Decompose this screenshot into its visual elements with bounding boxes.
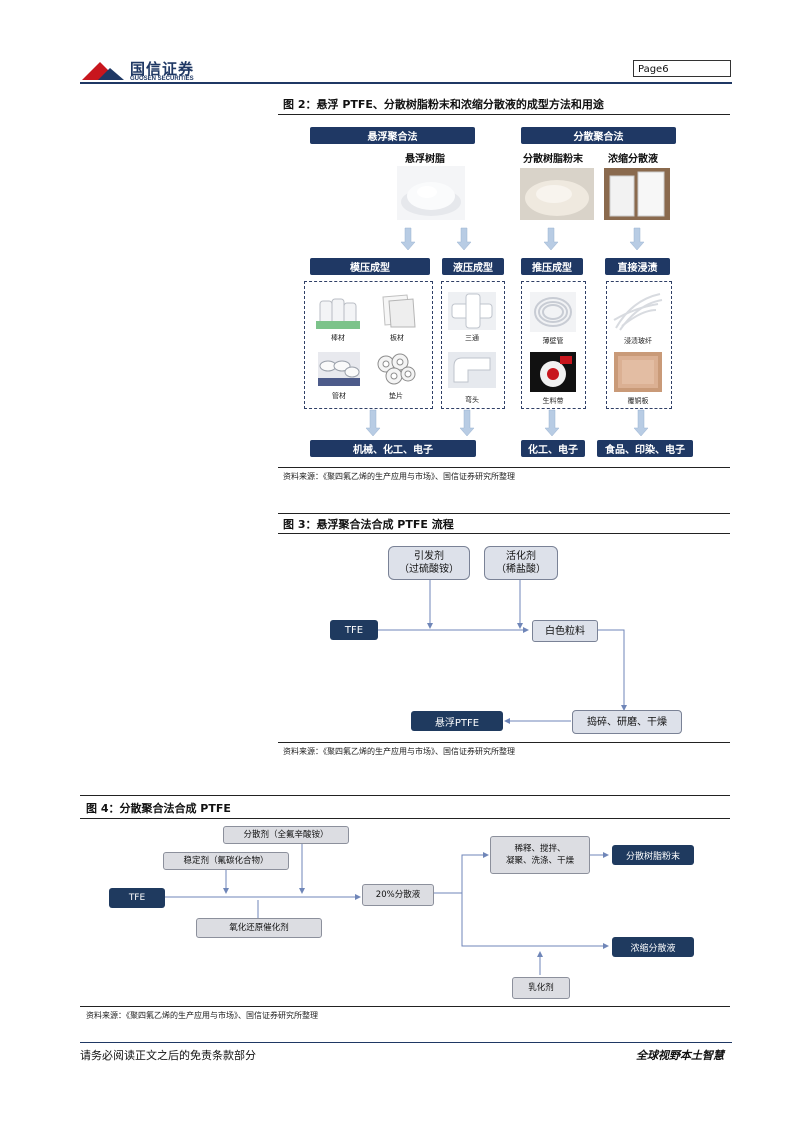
gasket-label: 垫片 bbox=[389, 392, 403, 400]
fiber-image bbox=[612, 290, 664, 332]
gasket-image bbox=[374, 352, 418, 386]
push-label: 推压成型 bbox=[521, 258, 583, 275]
page-number-box: Page6 bbox=[633, 60, 731, 77]
stabilizer-box: 稳定剂（氟碳化合物） bbox=[163, 852, 289, 870]
thin-tube-label: 薄壁管 bbox=[542, 337, 564, 345]
suspension-resin-image bbox=[397, 166, 465, 220]
fig4-top-rule bbox=[80, 795, 730, 796]
suspension-method-label: 悬浮聚合法 bbox=[310, 127, 475, 144]
fig4-connectors bbox=[165, 842, 609, 975]
copper-plate-label: 覆铜板 bbox=[627, 397, 649, 405]
suspension-resin-label: 悬浮树脂 bbox=[405, 154, 445, 165]
crush-box: 捣碎、研磨、干燥 bbox=[572, 710, 682, 734]
activator-label: 活化剂 bbox=[506, 551, 536, 562]
raw-tape-image bbox=[530, 352, 576, 392]
elbow-image bbox=[448, 352, 496, 388]
concentrate-image bbox=[604, 168, 670, 220]
impregnate-group bbox=[606, 281, 672, 409]
logo-en-text: GUOSEN SECURITIES bbox=[130, 76, 194, 82]
emulsifier-box: 乳化剂 bbox=[512, 977, 570, 999]
molding-group bbox=[304, 281, 433, 409]
fig2-top-rule bbox=[278, 114, 730, 115]
footer-disclaimer: 请务必阅读正文之后的免责条款部分 bbox=[80, 1049, 256, 1062]
rod-label: 棒材 bbox=[331, 334, 345, 342]
fiber-label: 浸渍玻纤 bbox=[624, 337, 652, 345]
activator-box: 活化剂 （稀盐酸） bbox=[484, 546, 558, 580]
fig3-connectors bbox=[378, 578, 627, 724]
page-number: Page6 bbox=[638, 64, 669, 75]
suspension-ptfe-box: 悬浮PTFE bbox=[411, 711, 503, 731]
fig2-source: 资料来源：《聚四氟乙烯的生产应用与市场》、国信证券研究所整理 bbox=[283, 472, 515, 481]
process-box: 稀释、搅拌、 凝聚、洗涤、干燥 bbox=[490, 836, 590, 874]
fig4-title: 图 4：分散聚合法合成 PTFE bbox=[86, 802, 231, 815]
rod-image bbox=[316, 293, 360, 329]
company-logo: 国信证券 GUOSEN SECURITIES bbox=[80, 56, 200, 84]
dispersion-method-label: 分散聚合法 bbox=[521, 127, 676, 144]
impregnate-label: 直接浸渍 bbox=[605, 258, 670, 275]
use-mech-chem-elec: 机械、化工、电子 bbox=[310, 440, 476, 457]
molding-label: 模压成型 bbox=[310, 258, 430, 275]
fig4-title-rule bbox=[80, 818, 730, 819]
fig3-bottom-rule bbox=[278, 742, 730, 743]
fig2-arrows bbox=[365, 227, 649, 437]
fig2-title: 图 2：悬浮 PTFE、分散树脂粉末和浓缩分散液的成型方法和用途 bbox=[283, 98, 604, 111]
fig3-title: 图 3：悬浮聚合法合成 PTFE 流程 bbox=[283, 518, 454, 531]
plate-image bbox=[377, 293, 417, 329]
footer-slogan: 全球视野本土智慧 bbox=[636, 1049, 724, 1062]
initiator-label: 引发剂 bbox=[414, 551, 444, 562]
fig3-tfe-box: TFE bbox=[330, 620, 378, 640]
dispersant-box: 分散剂（全氟辛酸铵） bbox=[223, 826, 349, 844]
logo-mark-icon bbox=[82, 62, 124, 80]
elbow-label: 弯头 bbox=[465, 396, 479, 404]
process-line2: 凝聚、洗涤、干燥 bbox=[505, 856, 574, 866]
concentrate-label: 浓缩分散液 bbox=[608, 154, 658, 165]
fig3-top-rule bbox=[278, 513, 730, 514]
dispersion-powder-label: 分散树脂粉末 bbox=[523, 154, 583, 165]
fig3-title-rule bbox=[278, 533, 730, 534]
header-rule bbox=[80, 82, 732, 84]
thin-tube-image bbox=[530, 292, 576, 332]
use-food-dye-elec: 食品、印染、电子 bbox=[597, 440, 693, 457]
redox-box: 氧化还原催化剂 bbox=[196, 918, 322, 938]
copper-plate-image bbox=[614, 352, 662, 392]
tube-label: 管材 bbox=[332, 392, 346, 400]
fig4-bottom-rule bbox=[80, 1006, 730, 1007]
raw-tape-label: 生料带 bbox=[542, 397, 564, 405]
use-chem-elec: 化工、电子 bbox=[521, 440, 585, 457]
activator-sub: （稀盐酸） bbox=[496, 564, 546, 575]
initiator-sub: （过硫酸铵） bbox=[399, 564, 459, 575]
dispersion-box: 20%分散液 bbox=[362, 884, 434, 906]
fig4-tfe-box: TFE bbox=[109, 888, 165, 908]
hydraulic-group bbox=[441, 281, 505, 409]
tube-image bbox=[318, 352, 360, 386]
footer-rule bbox=[80, 1042, 732, 1043]
initiator-box: 引发剂 （过硫酸铵） bbox=[388, 546, 470, 580]
powder-box: 分散树脂粉末 bbox=[612, 845, 694, 865]
logo-cn-text: 国信证券 bbox=[130, 61, 195, 78]
concentrate-box: 浓缩分散液 bbox=[612, 937, 694, 957]
hydraulic-label: 液压成型 bbox=[442, 258, 504, 275]
process-line1: 稀释、搅拌、 bbox=[514, 844, 566, 854]
plate-label: 板材 bbox=[390, 334, 404, 342]
fig4-source: 资料来源：《聚四氟乙烯的生产应用与市场》、国信证券研究所整理 bbox=[86, 1011, 318, 1020]
push-group bbox=[521, 281, 586, 409]
fig3-source: 资料来源：《聚四氟乙烯的生产应用与市场》、国信证券研究所整理 bbox=[283, 747, 515, 756]
dispersion-powder-image bbox=[520, 168, 594, 220]
tee-label: 三通 bbox=[465, 334, 479, 342]
tee-image bbox=[448, 292, 496, 330]
fig2-bottom-rule bbox=[278, 467, 730, 468]
white-granule-box: 白色粒料 bbox=[532, 620, 598, 642]
